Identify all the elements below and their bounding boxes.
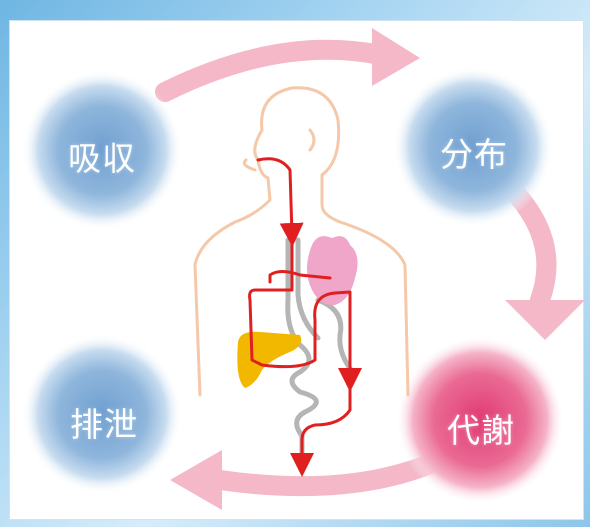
metabolism-label: 代謝 (447, 404, 515, 452)
cycle-arrowhead-top (372, 28, 420, 86)
pathway-mouth-to-stomach (258, 159, 292, 235)
excretion-label: 排泄 (70, 398, 138, 446)
absorption-label: 吸収 (68, 132, 136, 180)
cycle-arrow-absorption-to-distribution (165, 50, 380, 92)
cycle-arrow-distribution-to-metabolism (518, 196, 546, 300)
distribution-label: 分布 (440, 128, 508, 176)
cycle-arrowhead-right (505, 300, 585, 340)
cycle-arrowhead-bottom (170, 450, 222, 510)
